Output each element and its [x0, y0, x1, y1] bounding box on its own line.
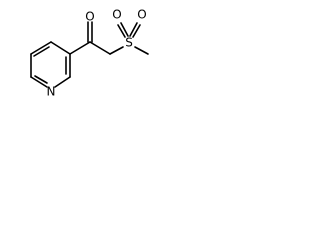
ring-bond-c4-c5-inner: [34, 75, 48, 84]
bond-ring-to-carbonyl: [69, 41, 91, 55]
bond-sulfur-oxygen-left-2: [120, 22, 129, 37]
ring-bond-c2-c3-inner: [33, 46, 50, 57]
pyridine-nitrogen-label: N: [47, 85, 56, 99]
bond-sulfur-oxygen-left-1: [117, 24, 126, 38]
ring-bond-c1-c2: [50, 41, 71, 55]
ring-bond-c4-c5: [30, 76, 48, 88]
bond-carbonyl-to-methylene: [89, 41, 111, 55]
bond-sulfur-to-methyl: [134, 46, 149, 55]
pyridine-ring: [30, 41, 71, 88]
structure-canvas: O O O S N: [0, 0, 193, 113]
chemical-structure-drawing: O O O S N: [30, 8, 149, 99]
ring-bond-c2-c3: [30, 41, 52, 55]
bond-methylene-to-sulfur: [109, 46, 124, 55]
side-chain: [69, 21, 149, 55]
sulfonyl-oxygen-left-label: O: [112, 8, 121, 22]
sulfur-label: S: [125, 36, 133, 50]
sulfonyl-oxygen-right-label: O: [137, 8, 146, 22]
bond-sulfur-oxygen-right-1: [129, 22, 138, 37]
bond-sulfur-oxygen-right-2: [132, 24, 141, 38]
carbonyl-oxygen-label: O: [85, 10, 94, 24]
ring-bond-n-c6: [54, 76, 71, 88]
